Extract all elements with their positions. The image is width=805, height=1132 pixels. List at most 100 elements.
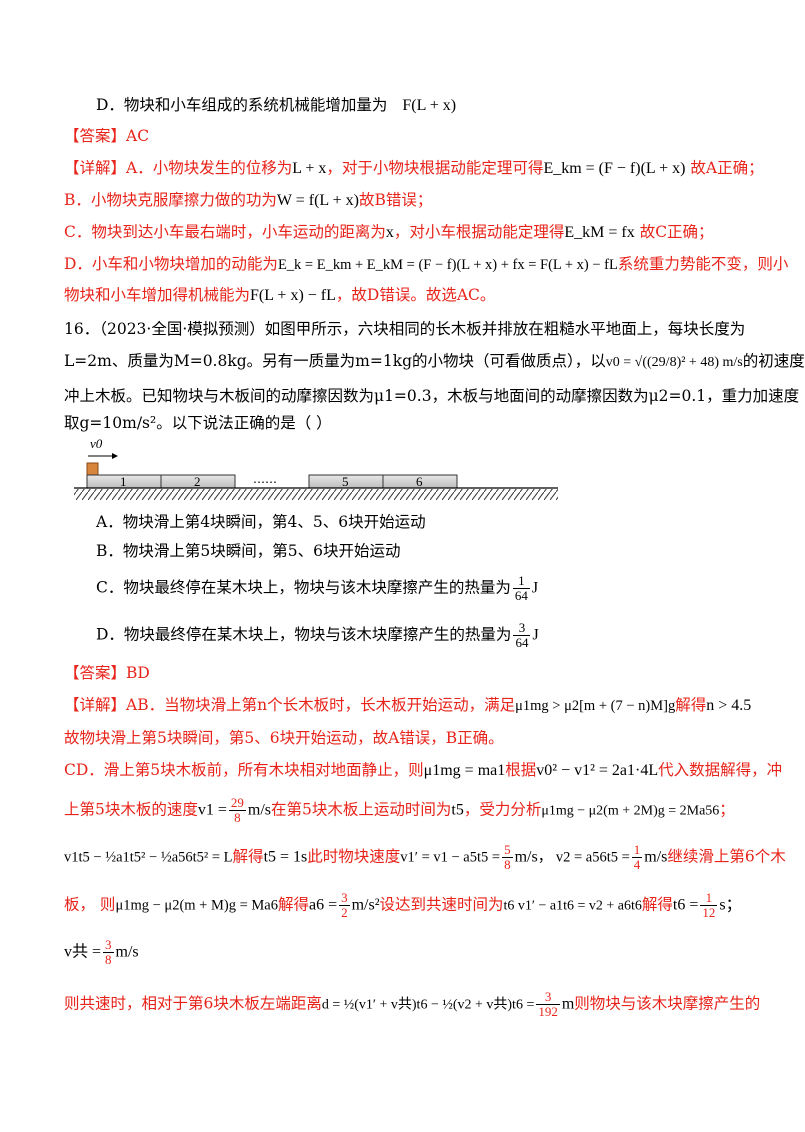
q16-m4-expr: t6 = — [672, 896, 699, 914]
q16-l4-expr: ， v2 = a56t5 = — [537, 849, 630, 866]
q16-option-d-unit: J — [532, 626, 539, 644]
q16-ab2-expr: n > 4.5 — [706, 697, 752, 714]
q16-answer: 【答案】BD — [64, 664, 150, 682]
q16-l1-expr: v1t5 − ½a1t5² − ½a56t5² = L — [64, 849, 233, 866]
q16-option-c-unit: J — [531, 579, 539, 597]
q16-cd1-expr: μ1mg = ma1 — [423, 762, 506, 779]
frac-num: 1 — [700, 891, 718, 906]
q16-m3-expr: t6 v1′ − a1t6 = v2 + a6t6 — [503, 898, 642, 914]
q16-cd4: 上第5块木板的速度 — [64, 800, 198, 819]
q16-option-c-text: C．物块最终停在某木块上，物块与该木块摩擦产生的热量为 — [96, 578, 511, 597]
q16-ab2: 解得 — [675, 696, 707, 714]
q16-detail-cd: CD．滑上第5块木板前，所有木块相对地面静止，则μ1mg = ma1根据v0² … — [64, 759, 782, 782]
q16-cd7: ； — [719, 800, 735, 819]
board-6-label: 6 — [416, 474, 423, 489]
ground-hatch — [74, 489, 558, 500]
frac-den: 12 — [702, 905, 716, 920]
q16-l2-expr: t5 = 1s — [263, 848, 308, 866]
q16-l4-unit: m/s — [644, 848, 668, 866]
q15-answer: 【答案】AC — [64, 127, 150, 145]
q16-stem2b: 的初速度 — [742, 352, 805, 370]
q15-detail-d3: 物块和小车增加得机械能为 — [64, 286, 251, 304]
q16-l3: 此时物块速度 — [307, 847, 401, 866]
frac-num: 29 — [228, 795, 246, 811]
q16-l3-unit: m/s — [514, 848, 538, 866]
q16-m2: 解得 — [277, 895, 309, 914]
frac-num: 3 — [536, 990, 560, 1005]
q16-last-unit: m — [561, 995, 575, 1013]
q16-cd2: 根据 — [505, 761, 537, 779]
q15-detail-d4: ，故D错误。故选AC。 — [335, 286, 496, 304]
q16-m1: 板， 则 — [64, 895, 116, 914]
q16-option-b: B．物块滑上第5块瞬间，第5、6块开始运动 — [96, 542, 401, 560]
q15-option-d-expr: F(L + x) — [402, 97, 457, 114]
q15-detail-d1: D．小车和小物块增加的动能为 — [64, 255, 278, 273]
q16-last2: 则物块与该木块摩擦产生的 — [574, 994, 761, 1013]
small-block — [86, 462, 99, 476]
q15-detail-a2: ，对于小物块根据动能定理可得 — [326, 159, 544, 177]
q16-option-a: A．物块滑上第4块瞬间，第4、5、6块开始运动 — [96, 513, 426, 531]
q16-l3-expr: v1′ = v1 − a5t5 = — [400, 849, 501, 866]
q15-detail-b1: B．小物块克服摩擦力做的功为 — [64, 191, 277, 209]
q15-detail-c2-expr: E_kM = fx — [564, 224, 635, 241]
frac-den: 8 — [504, 857, 511, 872]
q15-detail-c2: ，对小车根据动能定理得 — [393, 223, 565, 241]
q16-m4: 解得 — [641, 895, 673, 914]
q16-last1: 则共速时，相对于第6块木板左端距离 — [64, 994, 322, 1013]
q16-ab1: AB．当物块滑上第n个长木板时，长木板开始运动，满足 — [126, 696, 516, 714]
q15-detail-d3-expr: F(L + x) − fL — [250, 287, 336, 304]
q16-ab1-expr: μ1mg > μ2[m + (7 − n)M]g — [515, 698, 676, 714]
frac-num: 1 — [512, 574, 530, 589]
q16-detail-label: 【详解】 — [64, 696, 127, 714]
q16-stem-line2: L=2m、质量为M=0.8kg。另有一质量为m=1kg的小物块（可看做质点），以… — [64, 350, 805, 374]
q15-option-d-text: D．物块和小车组成的系统机械能增加量为 — [96, 96, 388, 114]
q16-cd5: 在第5块木板上运动时间为 — [271, 800, 452, 819]
frac-num: 3 — [103, 937, 114, 953]
q16-detail-ab: 【详解】AB．当物块滑上第n个长木板时，长木板开始运动，满足μ1mg > μ2[… — [64, 694, 751, 717]
frac-den: 4 — [633, 857, 641, 872]
q16-figure: v0 1 2 5 6 …… — [74, 436, 558, 500]
q16-option-d-text: D．物块最终停在某木块上，物块与该木块摩擦产生的热量为 — [96, 625, 512, 644]
q16-m2-expr: a6 = — [308, 896, 338, 914]
q16-v0-expr: v0 = √((29/8)² + 48) m/s — [605, 355, 743, 370]
board-1-label: 1 — [120, 474, 127, 489]
q15-detail-d2: 系统重力势能不变，则小 — [617, 255, 789, 273]
frac-den: 192 — [538, 1004, 558, 1019]
q15-detail-a1: A．小物块发生的位移为 — [126, 159, 293, 177]
q16-ab3: 故物块滑上第5块瞬间，第5、6块开始运动，故A错误，B正确。 — [64, 729, 504, 747]
frac-num: 5 — [502, 842, 513, 858]
q16-cd2-expr: v0² − v1² = 2a1·4L — [536, 762, 659, 779]
velocity-arrow-head — [112, 453, 118, 459]
q15-detail-d1-expr: E_k = E_km + E_kM = (F − f)(L + x) + fx … — [277, 257, 618, 273]
q16-m3: 设达到共速时间为 — [379, 895, 504, 914]
frac-num: 1 — [631, 842, 643, 858]
q16-cd6-expr: μ1mg − μ2(m + 2M)g = 2Ma56 — [541, 803, 720, 819]
q15-detail-label: 【详解】 — [64, 159, 127, 177]
q16-last-expr: d = ½(v1′ + v共)t6 − ½(v2 + v共)t6 = — [321, 997, 535, 1013]
q16-l2: 解得 — [232, 847, 264, 866]
q16-v0-label: v0 — [90, 436, 103, 451]
q16-cd4-unit: m/s — [247, 801, 272, 819]
q16-stem-line4: 取g=10m/s²。以下说法正确的是（ ） — [64, 414, 332, 432]
q15-detail-a1-expr: L + x — [292, 160, 327, 177]
q15-detail-c3: 故C正确； — [639, 223, 714, 241]
q16-m1-expr: μ1mg − μ2(m + M)g = Ma6 — [115, 897, 278, 914]
q15-option-d: D．物块和小车组成的系统机械能增加量为 F(L + x) — [96, 94, 456, 117]
q16-v-unit: m/s — [115, 943, 139, 961]
q16-detail-cd-line3: v1t5 − ½a1t5² − ½a56t5² = L解得t5 = 1s此时物块… — [64, 843, 786, 872]
q16-cd1: CD．滑上第5块木板前，所有木块相对地面静止，则 — [64, 761, 424, 779]
q16-l5: 继续滑上第6个木 — [667, 847, 786, 866]
q15-detail-b2: 故B错误； — [358, 191, 433, 209]
q15-detail-b: B．小物块克服摩擦力做的功为W = f(L + x)故B错误； — [64, 189, 432, 212]
frac-num: 3 — [339, 890, 350, 906]
frac-den: 8 — [105, 952, 112, 967]
q15-detail-c1-expr: x — [385, 224, 394, 241]
